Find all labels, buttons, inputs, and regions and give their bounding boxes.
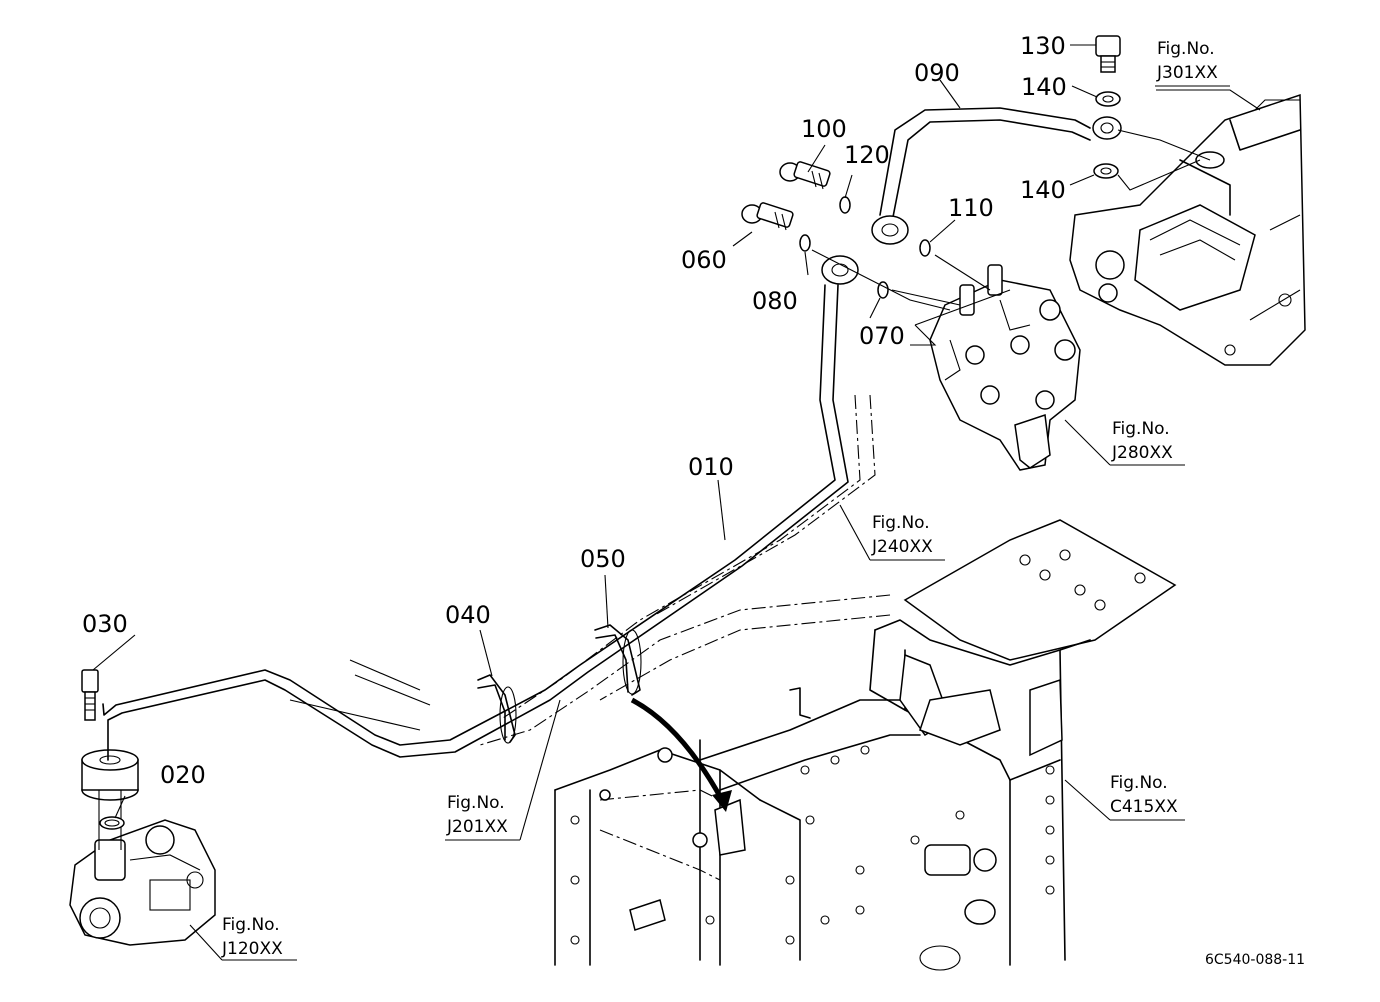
part-label-070: 070	[859, 322, 905, 350]
part-label-120: 120	[844, 141, 890, 169]
o-ring-120	[839, 196, 851, 214]
fig-ref-code: J240XX	[871, 537, 933, 557]
fig-ref-code: J280XX	[1111, 443, 1173, 463]
fig-ref-j280xx: Fig.No. J280XX	[1111, 419, 1173, 463]
fig-ref-j120xx: Fig.No. J120XX	[221, 915, 283, 959]
banjo-bolt-100	[779, 161, 831, 190]
leader-lines	[92, 44, 1261, 961]
o-ring-070	[877, 281, 889, 299]
part-label-100: 100	[801, 115, 847, 143]
part-label-030: 030	[82, 610, 128, 638]
o-ring-080	[799, 234, 811, 252]
reference-piping-lines	[289, 394, 891, 746]
banjo-bolt-060	[741, 202, 794, 231]
part-label-140-lower: 140	[1020, 176, 1066, 204]
bolt-030	[81, 669, 99, 721]
clamp-040	[477, 674, 517, 744]
part-label-060: 060	[681, 246, 727, 274]
fig-ref-code: J201XX	[446, 817, 508, 837]
frame-assembly	[554, 519, 1177, 971]
part-label-050: 050	[580, 545, 626, 573]
fig-ref-j201xx: Fig.No. J201XX	[446, 793, 508, 837]
fig-ref-caption: Fig.No.	[222, 915, 280, 935]
fig-ref-caption: Fig.No.	[1157, 39, 1215, 59]
control-valve-assembly	[929, 264, 1081, 471]
part-label-090: 090	[914, 59, 960, 87]
part-label-080: 080	[752, 287, 798, 315]
part-label-040: 040	[445, 601, 491, 629]
o-ring-020	[99, 816, 125, 830]
pipe-010	[102, 255, 859, 761]
part-label-140-upper: 140	[1021, 73, 1067, 101]
part-label-020: 020	[160, 761, 206, 789]
fig-ref-caption: Fig.No.	[1112, 419, 1170, 439]
fig-ref-j301xx: Fig.No. J301XX	[1155, 39, 1230, 87]
fig-ref-code: J301XX	[1156, 63, 1218, 83]
o-ring-110	[919, 239, 931, 257]
fig-ref-caption: Fig.No.	[447, 793, 505, 813]
bolt-130	[1095, 35, 1121, 73]
part-label-110: 110	[948, 194, 994, 222]
fig-ref-code: J120XX	[221, 939, 283, 959]
fig-ref-c415xx: Fig.No. C415XX	[1110, 773, 1178, 817]
direction-arrow	[630, 697, 732, 812]
drawing-code: 6C540-088-11	[1205, 952, 1305, 968]
part-label-010: 010	[688, 453, 734, 481]
fig-ref-caption: Fig.No.	[872, 513, 930, 533]
washer-140-lower	[1093, 163, 1119, 179]
clamp-050	[594, 624, 642, 696]
part-label-130: 130	[1020, 32, 1066, 60]
fig-ref-caption: Fig.No.	[1110, 773, 1168, 793]
hydraulic-pump	[69, 749, 216, 946]
fig-ref-j240xx: Fig.No. J240XX	[871, 513, 933, 557]
pipe-090	[871, 107, 1122, 245]
washer-140-upper	[1095, 91, 1121, 107]
fig-ref-code: C415XX	[1110, 797, 1178, 817]
